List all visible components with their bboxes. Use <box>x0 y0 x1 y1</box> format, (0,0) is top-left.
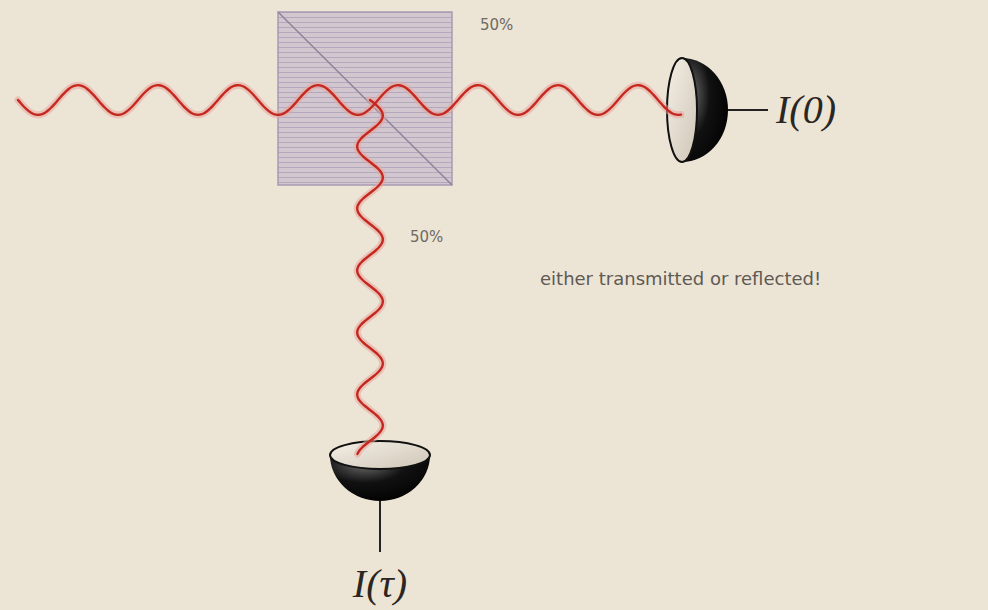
split-ratio: 50% <box>410 228 443 246</box>
detector-signal: I(0) <box>776 86 836 133</box>
detector-stem <box>722 109 768 111</box>
wave-glow <box>357 100 383 454</box>
split-ratio: 50% <box>480 16 513 34</box>
detector-stem <box>379 500 381 552</box>
transmitted-wave <box>18 85 681 115</box>
reflected-wave <box>357 100 383 454</box>
detector-right <box>667 58 768 162</box>
detector-bottom <box>330 441 430 552</box>
detector-signal: I(τ) <box>353 560 407 607</box>
annotation-note: either transmitted or reflected! <box>540 268 821 289</box>
detector-face <box>330 441 430 469</box>
wave-glow <box>18 85 681 115</box>
